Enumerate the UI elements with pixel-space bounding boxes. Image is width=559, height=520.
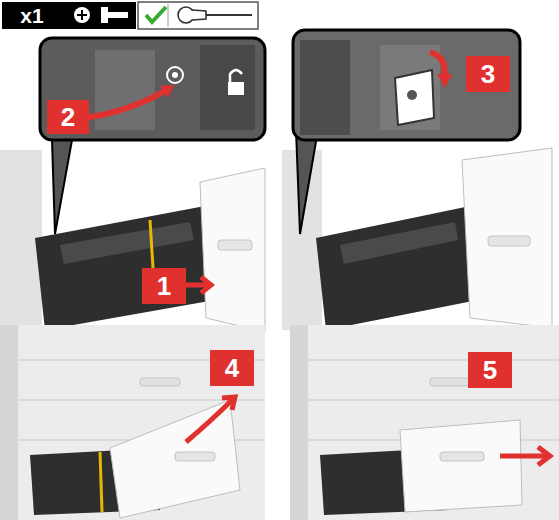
detail-inset [293,30,520,234]
screw-icon [74,7,90,23]
callout-number: 4 [210,350,254,386]
tool-count-bar [2,2,136,29]
callout-number: 2 [47,100,89,134]
pull-arrow [183,277,211,293]
tool-box [138,2,258,29]
printer-door-open [0,325,265,520]
pull-arrow [500,447,550,465]
bolt-icon [101,7,128,23]
printer-drawer-pull [290,325,559,520]
detail-inset [40,38,265,234]
callout-number: 1 [142,268,186,304]
swing-arrow [186,397,235,442]
screwdriver-icon [168,4,252,27]
printer-drawer-open [282,148,552,330]
callout-number: 5 [468,352,512,388]
check-mark [146,7,166,22]
callout-number: 3 [466,56,510,92]
tool-count: x1 [8,3,56,28]
printer-drawer-open [0,150,265,332]
